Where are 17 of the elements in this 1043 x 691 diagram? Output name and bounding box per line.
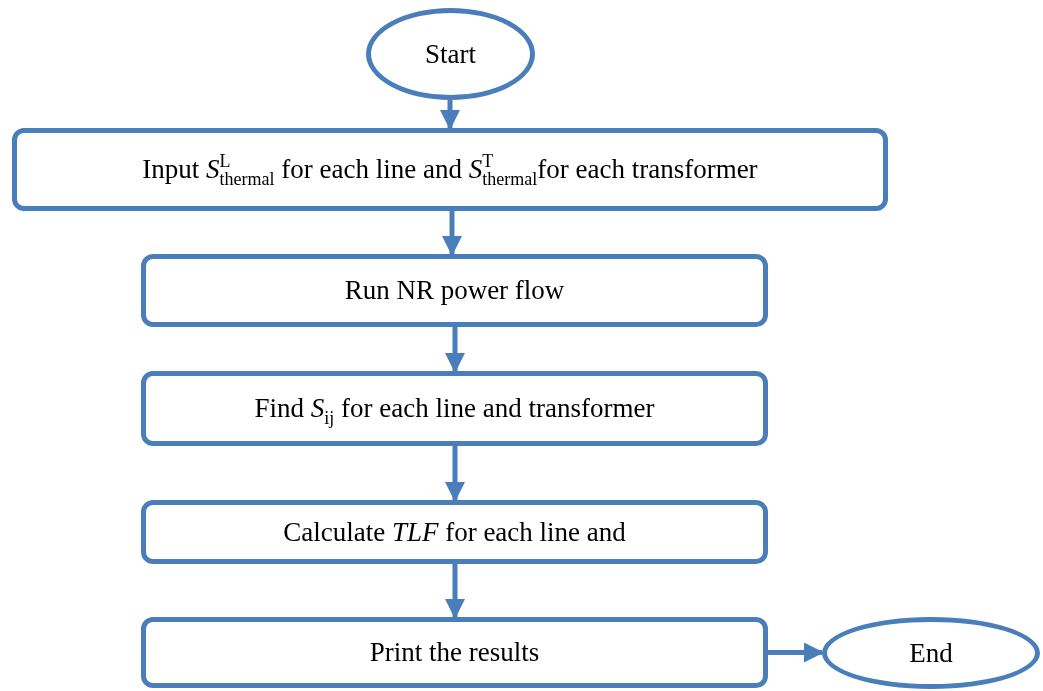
process-box	[141, 617, 768, 688]
process-box	[12, 128, 888, 211]
process-box	[141, 371, 768, 446]
step-text: Calculate TLF for each line and	[283, 515, 626, 549]
step-text: Run NR power flow	[344, 274, 565, 307]
arrow	[445, 327, 465, 373]
arrow	[768, 642, 824, 663]
step-text: Input S$^{L}$$_{thermal}$ for each line and S$^{T}$$_{thermal}$for each transformer	[142, 153, 758, 186]
arrow	[445, 446, 465, 502]
step-text: Start	[425, 37, 476, 71]
arrow	[445, 564, 465, 619]
arrow	[442, 211, 462, 256]
step-text: Print the results	[369, 636, 540, 669]
arrow	[440, 100, 460, 130]
process-box	[141, 254, 768, 327]
process-box	[141, 500, 768, 564]
step-text: End	[909, 636, 953, 670]
